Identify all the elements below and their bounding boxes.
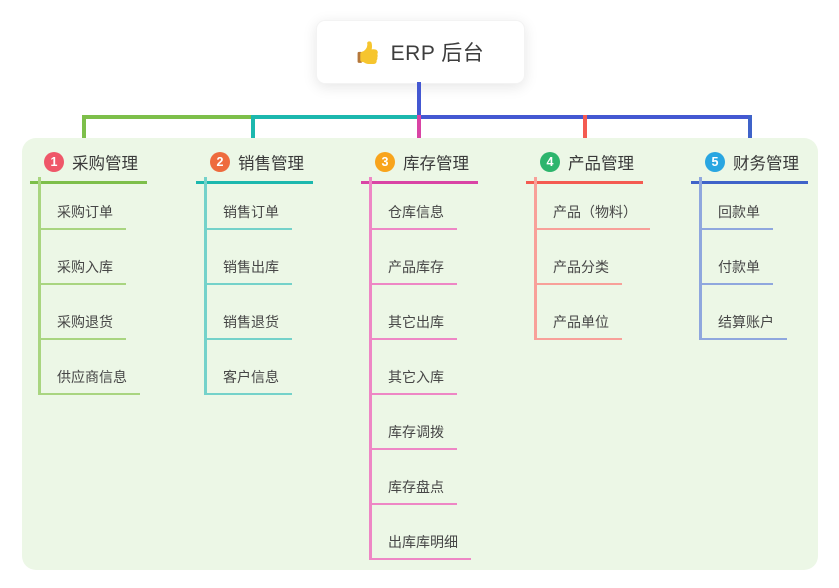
branch-header[interactable]: 4 产品管理 [526, 146, 643, 184]
branch-label: 财务管理 [733, 155, 799, 173]
branch-connector-line [369, 177, 372, 560]
branch-sales: 2 销售管理 销售订单 销售出库 销售退货 客户信息 [196, 146, 358, 395]
child-node[interactable]: 出库库明细 [369, 534, 471, 560]
child-node[interactable]: 结算账户 [699, 314, 787, 340]
child-node[interactable]: 产品（物料） [534, 204, 650, 230]
child-node[interactable]: 采购退货 [38, 314, 126, 340]
branch-product: 4 产品管理 产品（物料） 产品分类 产品单位 [526, 146, 688, 340]
child-node[interactable]: 产品库存 [369, 259, 457, 285]
branch-connector-line [534, 177, 537, 340]
branches-panel [22, 138, 818, 570]
connector-rail-left [82, 115, 254, 119]
connector-drop-4 [583, 115, 587, 144]
branch-header[interactable]: 5 财务管理 [691, 146, 808, 184]
branch-number-badge: 4 [540, 152, 560, 172]
branch-connector-line [204, 177, 207, 395]
child-node[interactable]: 付款单 [699, 259, 773, 285]
branch-label: 采购管理 [72, 155, 138, 173]
child-node[interactable]: 供应商信息 [38, 369, 140, 395]
branch-inventory: 3 库存管理 仓库信息 产品库存 其它出库 其它入库 库存调拨 库存盘点 出库库… [361, 146, 523, 560]
child-node[interactable]: 回款单 [699, 204, 773, 230]
child-node[interactable]: 其它出库 [369, 314, 457, 340]
branch-header[interactable]: 1 采购管理 [30, 146, 147, 184]
child-node[interactable]: 仓库信息 [369, 204, 457, 230]
branch-number-badge: 2 [210, 152, 230, 172]
connector-trunk [417, 82, 421, 116]
branch-finance: 5 财务管理 回款单 付款单 结算账户 [691, 146, 839, 340]
connector-drop-5 [748, 115, 752, 144]
branch-connector-line [699, 177, 702, 340]
branch-label: 产品管理 [568, 155, 634, 173]
child-node[interactable]: 客户信息 [204, 369, 292, 395]
branch-number-badge: 5 [705, 152, 725, 172]
child-node[interactable]: 库存盘点 [369, 479, 457, 505]
branch-header[interactable]: 2 销售管理 [196, 146, 313, 184]
connector-drop-1 [82, 115, 86, 144]
connector-drop-3 [417, 115, 421, 144]
branch-purchase: 1 采购管理 采购订单 采购入库 采购退货 供应商信息 [30, 146, 192, 395]
branch-header[interactable]: 3 库存管理 [361, 146, 478, 184]
child-node[interactable]: 销售退货 [204, 314, 292, 340]
child-node[interactable]: 其它入库 [369, 369, 457, 395]
child-node[interactable]: 采购入库 [38, 259, 126, 285]
child-node[interactable]: 销售出库 [204, 259, 292, 285]
branch-number-badge: 1 [44, 152, 64, 172]
child-node[interactable]: 产品单位 [534, 314, 622, 340]
child-node[interactable]: 销售订单 [204, 204, 292, 230]
branch-connector-line [38, 177, 41, 395]
child-node[interactable]: 采购订单 [38, 204, 126, 230]
connector-drop-2 [251, 115, 255, 144]
connector-rail-mid [254, 115, 417, 119]
root-title: ERP 后台 [390, 42, 485, 65]
branch-number-badge: 3 [375, 152, 395, 172]
branch-label: 库存管理 [403, 155, 469, 173]
branch-label: 销售管理 [238, 155, 304, 173]
root-node[interactable]: ERP 后台 [316, 20, 525, 84]
child-node[interactable]: 产品分类 [534, 259, 622, 285]
thumbs-up-icon [357, 40, 378, 64]
child-node[interactable]: 库存调拨 [369, 424, 457, 450]
